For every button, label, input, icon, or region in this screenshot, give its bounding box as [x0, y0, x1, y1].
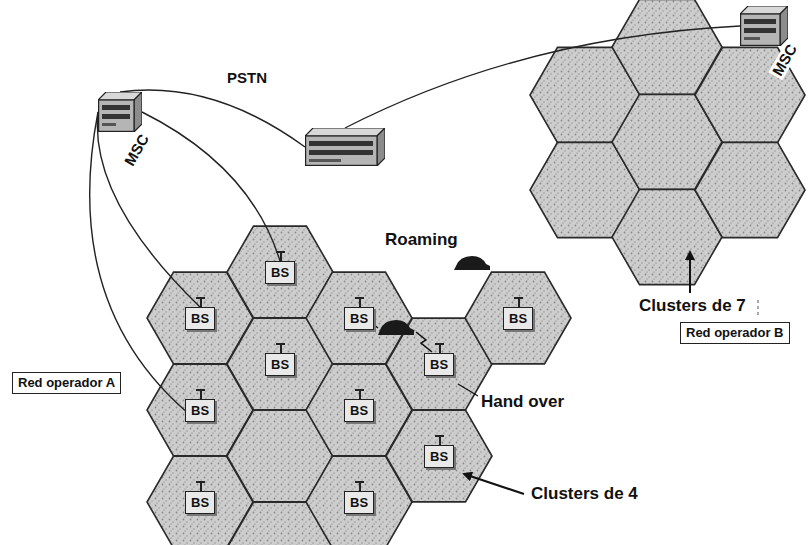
node-text: BS — [430, 357, 448, 372]
radio-link — [416, 332, 432, 352]
base-station: BS — [344, 307, 374, 330]
handover-car — [378, 320, 414, 335]
base-station: BS — [265, 353, 295, 376]
network-link — [90, 112, 185, 411]
network-link — [142, 112, 280, 261]
node-text: BS — [191, 403, 209, 418]
base-station: BS — [503, 307, 533, 330]
network-link — [345, 26, 740, 128]
node-text: BS — [271, 357, 289, 372]
base-station: BS — [185, 491, 215, 514]
base-station: BS — [185, 399, 215, 422]
msc-switch: MSC — [740, 6, 788, 46]
roaming-car — [454, 256, 490, 270]
node-text: Red operador A — [18, 375, 115, 390]
pstn-exchange: PSTN — [305, 128, 385, 166]
node-label: MSC — [120, 130, 153, 170]
node-text: BS — [509, 311, 527, 326]
network-tag: Red operador B — [680, 322, 790, 344]
base-station: BS — [265, 261, 295, 284]
node-text: BS — [350, 403, 368, 418]
leader-line — [458, 384, 478, 396]
cell-hexagon — [386, 410, 492, 502]
node-text: BS — [191, 311, 209, 326]
node-text: BS — [350, 495, 368, 510]
base-station: BS — [424, 445, 454, 468]
node-text: BS — [271, 265, 289, 280]
node-label: PSTN — [225, 70, 269, 86]
base-station: BS — [344, 399, 374, 422]
server-icon — [98, 92, 142, 132]
base-station: BS — [344, 491, 374, 514]
base-station: BS — [424, 353, 454, 376]
server-icon — [740, 6, 788, 46]
annotation-label: Clusters de 7 — [636, 296, 749, 316]
boundary-line — [758, 300, 759, 318]
node-text: BS — [430, 449, 448, 464]
pointer-arrow — [689, 252, 691, 293]
base-station: BS — [185, 307, 215, 330]
server-icon — [305, 128, 385, 166]
msc-switch: MSC — [98, 92, 142, 132]
cell-hexagon — [465, 272, 571, 364]
node-text: Red operador B — [686, 325, 784, 340]
network-link — [97, 112, 200, 307]
node-text: BS — [191, 495, 209, 510]
network-tag: Red operador A — [12, 372, 121, 394]
pointer-arrow — [464, 474, 524, 494]
cell-hexagon — [695, 142, 805, 237]
node-text: BS — [350, 311, 368, 326]
annotation-label: Roaming — [382, 230, 461, 250]
annotation-label: Clusters de 4 — [528, 484, 641, 504]
annotation-label: Hand over — [478, 392, 567, 412]
